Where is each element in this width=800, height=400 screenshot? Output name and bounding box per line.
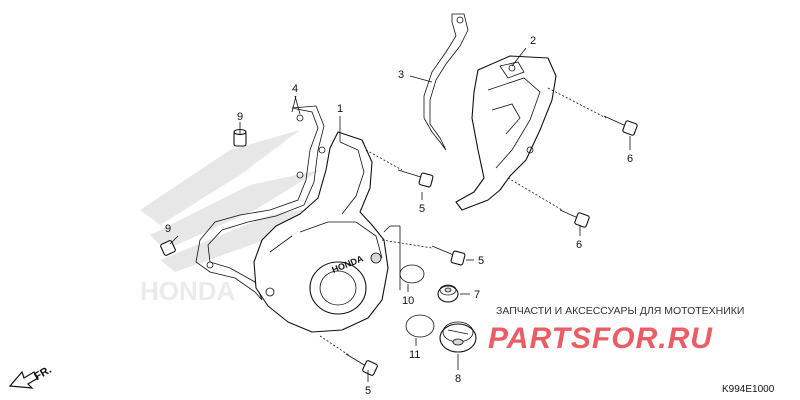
part-5-bolt-middle <box>431 245 466 266</box>
part-6-bolt-lower <box>559 209 590 228</box>
front-direction-indicator: FR. <box>8 364 54 389</box>
callout-9-upper: 9 <box>237 111 243 123</box>
part-1-crankcase-cover: HONDA <box>253 131 389 333</box>
callout-5-lower: 5 <box>365 385 371 397</box>
callout-10: 10 <box>402 295 414 307</box>
diagram-code: K994E1000 <box>722 384 775 395</box>
front-direction-label: FR. <box>32 364 53 383</box>
callout-4: 4 <box>292 83 298 95</box>
part-7-cap <box>437 284 459 303</box>
honda-watermark-text: HONDA <box>140 276 236 306</box>
watermark-caption: ЗАПЧАСТИ И АКСЕССУАРЫ ДЛЯ МОТОТЕХНИКИ <box>496 305 744 317</box>
callout-1: 1 <box>337 103 343 115</box>
part-4-gasket <box>195 105 325 301</box>
callout-2: 2 <box>530 35 536 47</box>
part-3-gasket <box>423 13 469 151</box>
watermark-brand: PARTSFOR.RU <box>488 322 713 355</box>
part-5-bolt-lower <box>345 353 378 376</box>
part-9-dowel-pin-lower <box>160 240 176 256</box>
callout-5-upper: 5 <box>419 203 425 215</box>
part-10-o-ring <box>399 264 425 284</box>
leader-lines <box>169 47 631 382</box>
part-8-cap <box>439 321 477 353</box>
part-2-sprocket-cover <box>455 55 557 211</box>
callout-8: 8 <box>455 373 461 385</box>
callout-labels: 1 2 3 4 5 5 5 6 6 7 8 9 9 10 11 <box>165 35 633 397</box>
part-11-o-ring <box>405 314 435 338</box>
callout-11: 11 <box>409 349 420 361</box>
front-arrow-icon <box>8 370 39 389</box>
part-6-bolt-upper <box>603 115 638 136</box>
callout-3: 3 <box>398 69 404 81</box>
callout-6-upper: 6 <box>627 153 633 165</box>
callout-9-lower: 9 <box>165 223 171 235</box>
callout-7: 7 <box>474 289 480 301</box>
callout-5-middle: 5 <box>478 255 484 267</box>
callout-6-lower: 6 <box>576 239 582 251</box>
part-5-bolt-upper <box>397 169 434 188</box>
